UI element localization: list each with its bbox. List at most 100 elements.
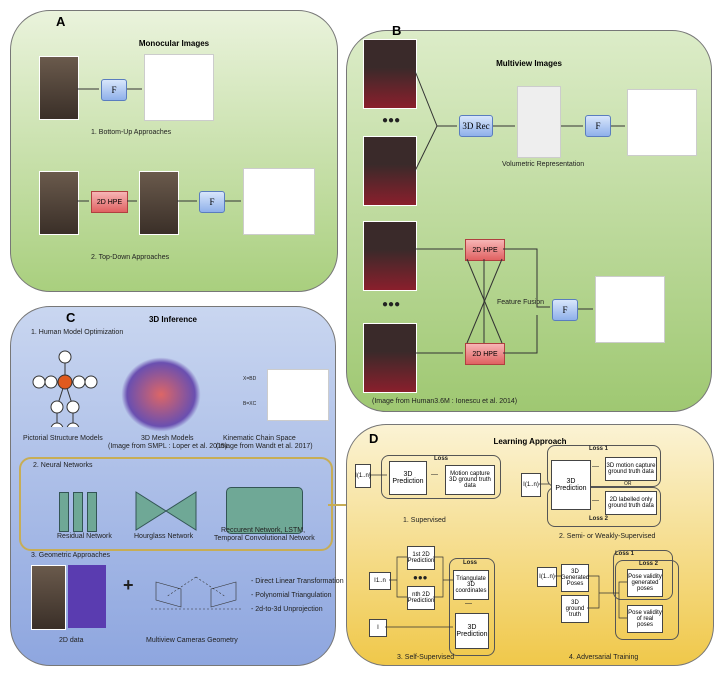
- smpl-mesh-image: [121, 357, 201, 432]
- 2d-hpe-box: 2D HPE: [91, 191, 128, 213]
- ground-truth-box: 3D ground truth: [561, 595, 589, 623]
- panel-title: Learning Approach: [493, 437, 567, 446]
- equation: B=XC: [243, 401, 257, 407]
- prediction-box: nth 2D Prediction: [407, 586, 435, 610]
- panel-a-monocular: A Monocular Images F 1. Bottom-Up Approa…: [10, 10, 338, 292]
- caption: Multiview Cameras Geometry: [146, 637, 238, 644]
- loss-label: Loss 2: [589, 516, 609, 522]
- ellipsis: ●●●: [413, 573, 428, 582]
- section-heading: 1. Human Model Optimization: [31, 329, 124, 336]
- caption: Reccurent Network, LSTM,: [221, 527, 306, 534]
- equation: X=BD: [243, 376, 257, 382]
- caption: Pictorial Structure Models: [23, 435, 103, 442]
- triangulate-box: Triangulate 3D coordinates: [453, 570, 489, 600]
- loss2-group: [547, 487, 661, 527]
- loss-label: Loss 2: [639, 561, 659, 567]
- camera-view: [363, 323, 417, 393]
- person-photo-annotated: [139, 171, 179, 235]
- loss-label: Loss 1: [589, 446, 609, 452]
- heatmap-image: [68, 565, 106, 628]
- section-heading: 3. Geometric Approaches: [31, 552, 110, 559]
- image-credit: (Image from Human3.6M : Ionescu et al. 2…: [372, 398, 518, 405]
- epipolar-geometry: [151, 576, 241, 610]
- section-heading: 2. Neural Networks: [33, 462, 93, 469]
- caption: 1. Supervised: [403, 517, 446, 524]
- minus: —: [431, 471, 438, 478]
- panel-c-3d-inference: C 3D Inference 1. Human Model Optimizati…: [10, 306, 344, 666]
- image-credit: (Image from Wandt et al. 2017): [216, 443, 313, 450]
- feature-fusion-label: Feature Fusion: [497, 299, 545, 306]
- f-box: F: [585, 115, 611, 137]
- prediction-box: 3D Prediction: [455, 613, 489, 649]
- person-photo: [39, 171, 79, 235]
- f-box: F: [552, 299, 578, 321]
- prediction-box: 3D Prediction: [551, 460, 591, 510]
- panel-letter: D: [369, 431, 379, 446]
- prediction-box: 3D Prediction: [389, 461, 427, 495]
- hourglass-shape: [135, 491, 197, 531]
- pictorial-structure-graph: [32, 350, 98, 427]
- caption: 2. Top-Down Approaches: [91, 254, 170, 261]
- loss-label: Loss: [463, 560, 478, 566]
- panel-letter: B: [392, 23, 402, 38]
- panel-b-multiview: B Multiview Images ●●● 3D Rec Volumetric…: [346, 23, 712, 412]
- input-box: I(1..n): [355, 464, 371, 488]
- ground-truth-box: Motion capture 3D ground truth data: [445, 465, 495, 495]
- caption: 2. Semi- or Weakly-Supervised: [559, 533, 656, 540]
- caption: 3. Self-Supervised: [397, 654, 455, 661]
- panel-letter: C: [66, 310, 76, 325]
- 3d-pose-plot: [144, 54, 214, 121]
- validity-box: Pose validity generated poses: [627, 569, 663, 597]
- res-block: [59, 492, 69, 532]
- arrows: [369, 474, 627, 628]
- caption: 1. Bottom-Up Approaches: [91, 129, 172, 136]
- caption: Kinematic Chain Space: [223, 435, 296, 442]
- validity-box: Pose validity of real poses: [627, 605, 663, 633]
- or-label: OR: [624, 481, 632, 487]
- method-item: - Polynomial Triangulation: [251, 592, 332, 599]
- person-photo: [39, 56, 79, 120]
- camera-view: [363, 136, 417, 206]
- loss-group: [449, 558, 495, 656]
- lstm-cell: [226, 487, 303, 534]
- ellipsis: ●●●: [382, 299, 401, 310]
- caption: 3D Mesh Models: [141, 435, 194, 442]
- panel-title: 3D Inference: [148, 315, 198, 324]
- 3d-pose-plot: [627, 89, 697, 156]
- ellipsis: ●●●: [382, 115, 401, 126]
- caption: 4. Adversarial Training: [569, 654, 639, 661]
- caption: 2D data: [59, 637, 84, 644]
- input-box: I(1..n): [521, 473, 541, 497]
- plus-sign: +: [123, 575, 134, 595]
- caption: Residual Network: [57, 533, 112, 540]
- arrows: [77, 88, 241, 202]
- person-photo: [31, 565, 66, 630]
- res-block: [73, 492, 83, 532]
- f-box: F: [199, 191, 225, 213]
- loss1-group: [547, 445, 661, 487]
- volumetric-body: [517, 86, 561, 158]
- prediction-box: 1st 2D Prediction: [407, 546, 435, 570]
- loss-group: [381, 455, 501, 499]
- 3d-pose-plot: [243, 168, 315, 235]
- loss-label: Loss 1: [615, 551, 635, 557]
- res-block: [87, 492, 97, 532]
- 3d-pose-plot: [595, 276, 665, 343]
- input-box: I: [369, 619, 387, 637]
- panel-d-learning: D Learning Approach I(1..n) Loss 3D Pred…: [346, 424, 714, 666]
- f-box: F: [101, 79, 127, 101]
- panel-title: Monocular Images: [138, 39, 210, 48]
- kcs-plot: [267, 369, 329, 421]
- arrows: [414, 70, 625, 354]
- 2d-hpe-box: 2D HPE: [465, 239, 505, 261]
- 3d-rec-box: 3D Rec: [459, 115, 493, 137]
- method-item: - 2d-to-3d Unprojection: [251, 606, 323, 613]
- minus: —: [465, 600, 472, 607]
- generated-poses-box: 3D Generated Poses: [561, 564, 589, 592]
- method-item: - Direct Linear Transformation: [251, 578, 344, 585]
- ground-truth-box: 2D labelled only ground truth data: [605, 491, 657, 515]
- panel-letter: A: [56, 14, 66, 29]
- input-box: I(1..n): [537, 567, 557, 587]
- camera-view: [363, 39, 417, 109]
- 2d-hpe-box: 2D HPE: [465, 343, 505, 365]
